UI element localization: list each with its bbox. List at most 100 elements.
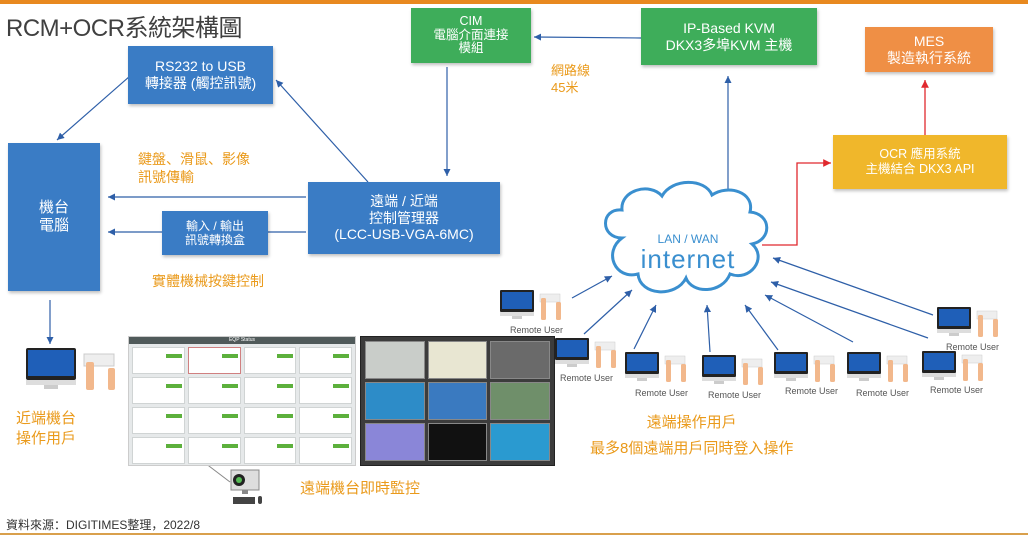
arrow-controller-to-rs232 xyxy=(275,79,369,183)
remote-user-label: Remote User xyxy=(785,386,839,396)
ocr-line2: 主機結合 DKX3 API xyxy=(865,162,975,176)
remote-user-label: Remote User xyxy=(560,373,614,383)
cim-line1: CIM xyxy=(459,13,483,28)
remote-user-workstation-icon xyxy=(500,290,561,320)
eqp-status-indicator xyxy=(221,444,238,448)
network-cable-line2: 45米 xyxy=(551,79,579,95)
eqp-status-card xyxy=(243,437,297,464)
eqp-status-card xyxy=(299,377,352,404)
eqp-status-indicator xyxy=(165,444,182,448)
video-feed-tile xyxy=(427,382,488,420)
arrow-remote-user-7 xyxy=(770,281,929,339)
monitor-cable xyxy=(204,462,231,483)
video-feed-tile xyxy=(427,341,488,379)
remote-local-controller-box: 遠端 / 近端 控制管理器 (LCC-USB-VGA-6MC) xyxy=(308,182,500,254)
video-feed-tile xyxy=(490,341,550,379)
eqp-status-indicator xyxy=(333,354,349,358)
io-signal-converter-box: 輸入 / 輸出 訊號轉換盒 xyxy=(162,211,268,255)
eqp-status-indicator xyxy=(333,384,349,388)
cim-module-box: CIM 電腦介面連接 模組 xyxy=(411,8,531,63)
video-feed-tile xyxy=(365,423,425,461)
eqp-status-card xyxy=(132,347,185,374)
page-title: RCM+OCR系統架構圖 xyxy=(6,15,243,42)
eqp-status-card xyxy=(187,347,241,374)
remote-monitoring-video-wall xyxy=(360,336,555,466)
local-user-label: 近端機台 操作用戶 xyxy=(16,409,76,448)
remote-users-line1: 遠端操作用戶 xyxy=(646,414,737,431)
local-user-line1: 近端機台 xyxy=(16,410,77,427)
local-user-workstation xyxy=(26,348,115,390)
video-feed-tile xyxy=(490,423,550,461)
arrow-rs232-to-pc xyxy=(56,75,131,141)
eqp-status-grid xyxy=(129,344,355,467)
arrow-remote-user-1 xyxy=(571,275,613,299)
remote-user-label: Remote User xyxy=(946,342,1000,352)
controller-line3: (LCC-USB-VGA-6MC) xyxy=(334,226,474,243)
source-note: 資料來源：DIGITIMES整理，2022/8 xyxy=(6,518,201,532)
arrow-kvm-to-cim xyxy=(533,33,642,41)
local-user-line2: 操作用戶 xyxy=(16,429,77,447)
eqp-status-indicator xyxy=(277,444,294,448)
remote-user-label: Remote User xyxy=(930,385,984,395)
eqp-status-indicator xyxy=(333,414,349,418)
remote-users-label: 遠端操作用戶 最多8個遠端用戶同時登入操作 xyxy=(590,410,793,461)
video-feed-tile xyxy=(365,382,425,420)
eqp-status-card xyxy=(243,377,297,404)
controller-line2: 控制管理器 xyxy=(369,209,439,226)
remote-user-label: Remote User xyxy=(708,390,762,400)
remote-user-workstation-icon xyxy=(774,352,835,382)
internet-cloud-icon: LAN / WAN internet xyxy=(604,180,769,294)
eqp-status-card xyxy=(243,407,297,434)
machine-pc-line1: 機台 xyxy=(38,199,69,216)
video-feed-tile xyxy=(427,423,488,461)
eqp-status-card xyxy=(187,407,241,434)
top-accent-bar xyxy=(0,0,1028,4)
eqp-status-card xyxy=(299,347,352,374)
kvm-signal-line1: 鍵盤、滑鼠、影像 xyxy=(138,151,250,167)
arrow-remote-user-2 xyxy=(583,289,633,335)
eqp-status-indicator xyxy=(165,354,182,358)
kvm-signal-label: 鍵盤、滑鼠、影像 訊號傳輸 xyxy=(138,150,250,186)
ocr-line1: OCR 應用系統 xyxy=(879,147,961,161)
remote-user-workstation-icon xyxy=(847,352,908,382)
eqp-status-indicator xyxy=(221,384,238,388)
video-feed-tile xyxy=(490,382,550,420)
cloud-label-internet: internet xyxy=(641,244,736,274)
cloud-label-lan-wan: LAN / WAN xyxy=(658,232,719,246)
rs232-line2: 轉接器 (觸控訊號) xyxy=(144,75,257,91)
kvm-signal-line2: 訊號傳輸 xyxy=(138,169,194,186)
eqp-status-card xyxy=(299,407,352,434)
hands-keyboard-icon xyxy=(83,353,115,390)
eqp-status-dashboard: EQP Status xyxy=(128,336,356,466)
rs232-usb-adapter-box: RS232 to USB 轉接器 (觸控訊號) xyxy=(128,46,273,104)
eqp-status-card xyxy=(132,437,185,464)
cim-line3: 模組 xyxy=(458,41,484,56)
network-cable-label: 網路線 45米 xyxy=(551,63,590,97)
arrow-remote-user-4 xyxy=(703,304,712,353)
eqp-status-indicator xyxy=(165,384,182,388)
monitor-icon xyxy=(26,348,76,389)
eqp-status-indicator xyxy=(221,354,238,358)
eqp-status-card xyxy=(243,347,297,374)
remote-user-workstation-icon xyxy=(555,338,616,368)
remote-user-workstation-icon xyxy=(702,355,763,385)
video-feed-tile xyxy=(365,341,425,379)
monitoring-workstation-icon xyxy=(230,469,262,504)
kvm-line1: IP-Based KVM xyxy=(683,19,775,36)
physical-buttons-label: 實體機械按鍵控制 xyxy=(152,273,264,289)
ip-kvm-host-box: IP-Based KVM DKX3多埠KVM 主機 xyxy=(641,8,817,65)
remote-user-label: Remote User xyxy=(510,325,564,335)
remote-user-workstation-icon xyxy=(937,307,998,337)
cim-line2: 電腦介面連接 xyxy=(433,27,509,42)
eqp-status-indicator xyxy=(333,444,349,448)
eqp-status-indicator xyxy=(277,354,294,358)
arrow-remote-user-5 xyxy=(744,304,779,351)
eqp-status-indicator xyxy=(165,414,182,418)
network-cable-line1: 網路線 xyxy=(551,63,591,78)
remote-monitoring-label: 遠端機台即時監控 xyxy=(300,480,421,497)
eqp-status-card xyxy=(187,377,241,404)
eqp-status-card xyxy=(299,437,352,464)
io-box-line2: 訊號轉換盒 xyxy=(184,233,245,247)
eqp-status-header: EQP Status xyxy=(129,337,355,344)
